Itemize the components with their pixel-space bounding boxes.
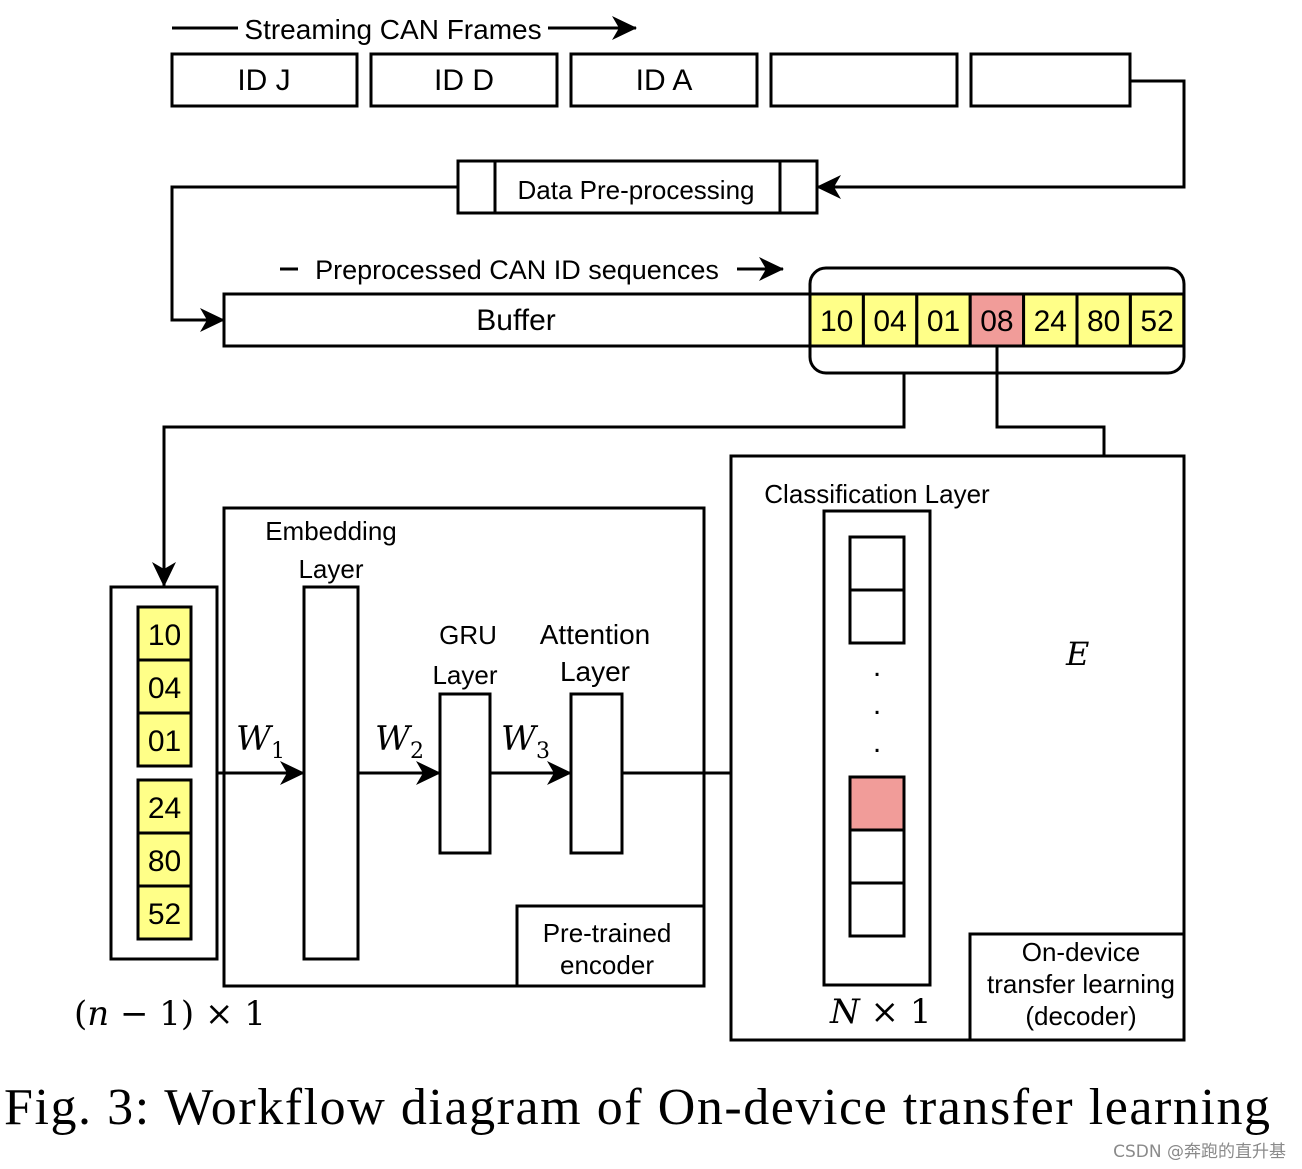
class-cell-4 bbox=[848, 881, 906, 938]
class-ellipsis-2: . bbox=[873, 688, 881, 721]
frame-box-2 bbox=[369, 52, 559, 108]
buffer-cell bbox=[808, 292, 865, 348]
buffer-cell-label: 01 bbox=[927, 305, 960, 338]
class-ellipsis-1: . bbox=[873, 650, 881, 683]
gru-label-line-1: GRU bbox=[439, 620, 497, 650]
decoder-dim-label: N × 1 bbox=[829, 992, 932, 1032]
stream-section: Streaming CAN Frames ID J ID D ID A bbox=[170, 14, 1132, 108]
buffer-label: Buffer bbox=[476, 304, 556, 337]
buffer-cell-label: 52 bbox=[1140, 305, 1173, 338]
w2-label: W2 bbox=[375, 719, 424, 764]
buffer-cell bbox=[1075, 292, 1132, 348]
frame-box-3 bbox=[569, 52, 759, 108]
frame-label-1: ID J bbox=[237, 64, 290, 97]
input-column: 10 04 01 24 80 52 (n − 1) × 1 bbox=[74, 585, 266, 1034]
frames-to-preprocessing-arrow bbox=[816, 79, 1186, 199]
input-cell-label: 04 bbox=[148, 672, 181, 705]
figure-caption: Fig. 3: Workflow diagram of On-device tr… bbox=[4, 1079, 1270, 1136]
watermark: CSDN @奔跑的直升基 bbox=[1113, 1142, 1286, 1162]
buffer-cell bbox=[915, 292, 972, 348]
window-to-input-arrow bbox=[152, 373, 906, 587]
encoder-footer-line-2: encoder bbox=[560, 950, 654, 980]
class-cell-1 bbox=[848, 535, 906, 592]
input-cell bbox=[136, 884, 193, 941]
frame-box-1 bbox=[170, 52, 359, 108]
class-ellipsis-3: . bbox=[873, 726, 881, 759]
buffer-cell-label: 08 bbox=[980, 305, 1013, 338]
input-dim-label: (n − 1) × 1 bbox=[74, 994, 266, 1034]
preprocessing-box bbox=[456, 159, 819, 215]
frame-label-2: ID D bbox=[434, 64, 494, 97]
class-cell-2 bbox=[848, 588, 906, 645]
embedding-label-line-2: Layer bbox=[298, 554, 363, 584]
gru-layer bbox=[438, 692, 492, 855]
input-cell-label: 52 bbox=[148, 898, 181, 931]
frame-label-3: ID A bbox=[636, 64, 693, 97]
e-label: E bbox=[1065, 635, 1089, 673]
encoder-footer-line-1: Pre-trained bbox=[543, 918, 672, 948]
class-cell-3 bbox=[848, 828, 906, 885]
input-cell-label: 10 bbox=[148, 619, 181, 652]
sequences-label: Preprocessed CAN ID sequences bbox=[315, 255, 719, 285]
stream-label: Streaming CAN Frames bbox=[244, 14, 541, 45]
preprocessing-block: Data Pre-processing bbox=[456, 159, 819, 215]
buffer-cell-label: 80 bbox=[1087, 305, 1120, 338]
sequences-section: Preprocessed CAN ID sequences bbox=[280, 255, 784, 285]
attention-layer bbox=[569, 692, 624, 855]
w1-label: W1 bbox=[236, 719, 285, 764]
input-cell bbox=[136, 831, 193, 888]
w3-label: W3 bbox=[501, 719, 550, 764]
preprocessing-label: Data Pre-processing bbox=[518, 175, 755, 205]
classification-label: Classification Layer bbox=[764, 479, 990, 509]
input-cell bbox=[136, 778, 193, 835]
buffer-cell bbox=[1128, 292, 1186, 348]
decoder-footer-line-1: On-device bbox=[1022, 937, 1141, 967]
input-cell-label: 24 bbox=[148, 792, 181, 825]
decoder-footer-box bbox=[968, 932, 1186, 1042]
encoder-block: Embedding Layer GRU Layer Attention Laye… bbox=[222, 506, 706, 988]
decoder-footer-line-3: (decoder) bbox=[1025, 1001, 1136, 1031]
gru-label-line-2: Layer bbox=[432, 660, 497, 690]
input-cell-label: 01 bbox=[148, 725, 181, 758]
buffer-block: Buffer 10 04 01 08 24 80 52 bbox=[222, 266, 1186, 375]
input-cell bbox=[136, 605, 193, 662]
attention-label-line-2: Layer bbox=[560, 656, 630, 687]
decoder-footer-line-2: transfer learning bbox=[987, 969, 1175, 999]
class-cell-target bbox=[848, 775, 906, 832]
embedding-layer bbox=[302, 585, 360, 961]
preprocessing-to-buffer-arrow bbox=[170, 185, 458, 332]
input-cell bbox=[136, 711, 193, 768]
buffer-cells: 10 04 01 08 24 80 52 bbox=[808, 292, 1186, 348]
buffer-cell-label: 04 bbox=[873, 305, 906, 338]
buffer-cell-label: 24 bbox=[1034, 305, 1067, 338]
frame-box-5 bbox=[969, 52, 1132, 108]
input-cells: 10 04 01 24 80 52 bbox=[136, 605, 193, 941]
embedding-label-line-1: Embedding bbox=[265, 516, 397, 546]
input-cell-label: 80 bbox=[148, 845, 181, 878]
decoder-block: Classification Layer . . . E N × 1 On-de… bbox=[729, 454, 1186, 1042]
buffer-cell-label: 10 bbox=[820, 305, 853, 338]
encoder-footer-box bbox=[515, 904, 706, 988]
frame-box-4 bbox=[769, 52, 959, 108]
attention-label-line-1: Attention bbox=[540, 619, 651, 650]
